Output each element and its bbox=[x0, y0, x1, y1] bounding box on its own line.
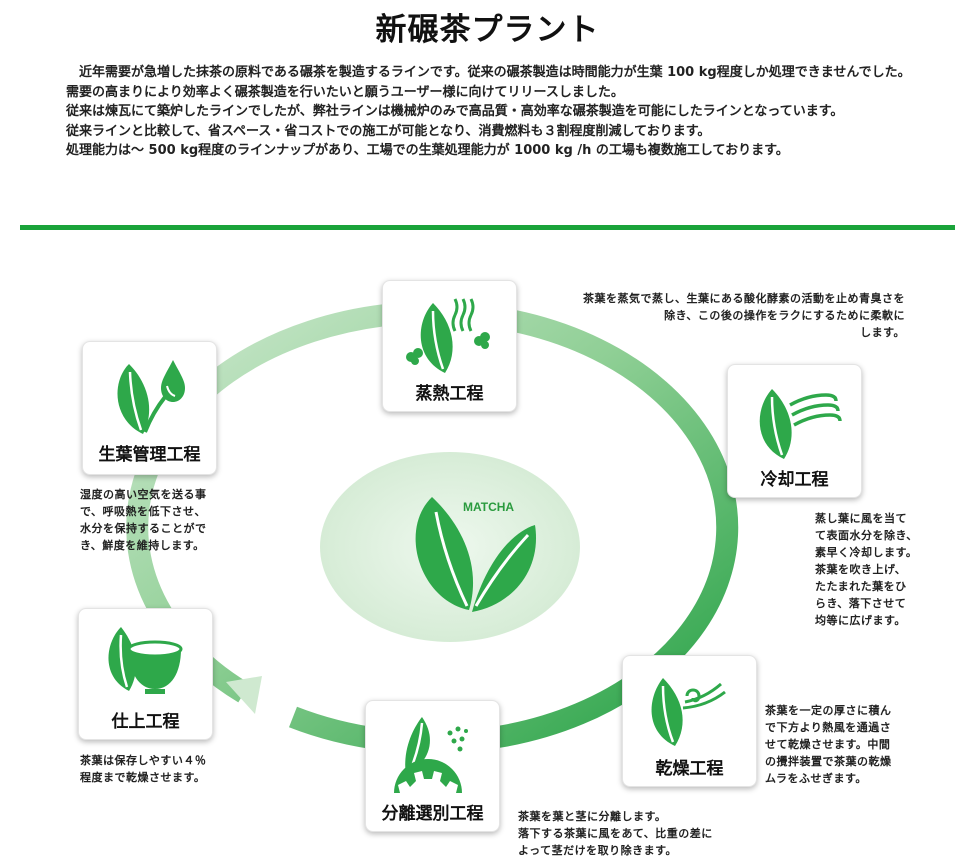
step-desc-drying: 茶葉を一定の厚さに積ん で下方より熱風を通過さ せて乾燥させます。中間 の攪拌装… bbox=[765, 704, 892, 785]
step-desc-steaming: 茶葉を蒸気で蒸し、生葉にある酸化酵素の活動を止め青臭さを 除き、この後の操作をラ… bbox=[583, 292, 905, 339]
leaf-gear-icon bbox=[394, 717, 468, 793]
step-desc-cooling: 蒸し葉に風を当て て表面水分を除き、 素早く冷却します。 茶葉を吹き上げ、 たた… bbox=[815, 512, 918, 627]
page-title: 新碾茶プラント bbox=[375, 12, 600, 48]
step-label: 冷却工程 bbox=[760, 470, 829, 490]
step-card-separating: 分離選別工程 bbox=[365, 700, 500, 832]
step-desc-raw-leaf: 湿度の高い空気を送る事 で、呼吸熱を低下させ、 水分を保持することがで き、鮮度… bbox=[80, 488, 207, 552]
matcha-label: MATCHA bbox=[463, 500, 515, 514]
step-label: 分離選別工程 bbox=[381, 804, 484, 824]
step-label: 仕上工程 bbox=[111, 712, 180, 732]
leaf-water-drop-icon bbox=[117, 360, 185, 434]
ring-arrow-head bbox=[226, 676, 262, 714]
step-desc-finishing: 茶葉は保存しやすい４％ 程度まで乾燥させます。 bbox=[80, 754, 207, 784]
step-desc-separating: 茶葉を葉と茎に分離します。 落下する茶葉に風をあて、比重の差に よって茎だけを取… bbox=[518, 810, 713, 857]
step-label: 蒸熱工程 bbox=[415, 384, 484, 404]
intro-paragraph: 従来は煉瓦にて築炉したラインでしたが、弊社ラインは機械炉のみで高品質・高効率な碾… bbox=[66, 104, 844, 119]
matcha-leaves-icon bbox=[415, 497, 537, 612]
intro-paragraph: 処理能力は～ 500 kg程度のラインナップがあり、工場での生葉処理能力が 10… bbox=[66, 143, 789, 158]
step-card-raw-leaf: 生葉管理工程 bbox=[82, 341, 217, 475]
leaf-wind-icon bbox=[759, 389, 842, 459]
leaf-hot-air-icon bbox=[651, 678, 726, 746]
process-ring bbox=[126, 301, 739, 754]
intro-paragraph: 従来ラインと比較して、省スペース・省コストでの施工が可能となり、消費燃料も３割程… bbox=[66, 123, 711, 139]
step-card-drying: 乾燥工程 bbox=[622, 655, 757, 787]
step-card-finishing: 仕上工程 bbox=[78, 608, 213, 740]
leaf-tea-bowl-icon bbox=[108, 627, 183, 694]
intro-text: 近年需要が急増した抹茶の原料である碾茶を製造するラインです。従来の碾茶製造は時間… bbox=[66, 63, 916, 161]
section-divider bbox=[20, 225, 955, 230]
step-card-steaming: 蒸熱工程 bbox=[382, 280, 517, 412]
leaf-steam-icon bbox=[406, 298, 490, 373]
intro-paragraph: 近年需要が急増した抹茶の原料である碾茶を製造するラインです。従来の碾茶製造は時間… bbox=[66, 65, 911, 100]
step-card-cooling: 冷却工程 bbox=[727, 364, 862, 498]
step-label: 生葉管理工程 bbox=[98, 445, 201, 465]
step-label: 乾燥工程 bbox=[655, 759, 724, 779]
